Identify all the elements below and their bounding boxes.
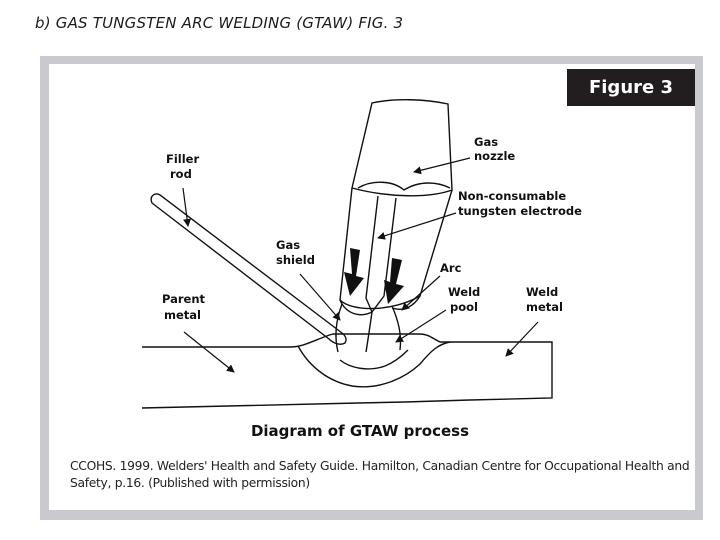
nozzle-rim bbox=[339, 299, 373, 316]
leader-parent-metal bbox=[183, 331, 235, 373]
arc-core bbox=[365, 311, 373, 353]
leader-weld-pool bbox=[395, 309, 447, 343]
page-heading: b) GAS TUNGSTEN ARC WELDING (GTAW) FIG. … bbox=[35, 14, 404, 32]
gas-shield-left bbox=[335, 303, 343, 353]
label-weld-pool: Weld pool bbox=[448, 285, 484, 314]
leader-electrode bbox=[377, 212, 457, 240]
leader-gas-nozzle bbox=[413, 157, 471, 175]
weld-pool-inner bbox=[339, 349, 409, 370]
leader-weld-metal bbox=[505, 321, 539, 357]
diagram-title: Diagram of GTAW process bbox=[250, 422, 470, 440]
figure-panel bbox=[49, 64, 695, 510]
label-filler-rod: Filler rod bbox=[166, 152, 203, 181]
filler-rod bbox=[150, 193, 347, 345]
gas-nozzle bbox=[351, 99, 453, 197]
label-weld-metal: Weld metal bbox=[526, 285, 563, 314]
figure-badge: Figure 3 bbox=[567, 69, 695, 106]
parent-metal-plate bbox=[141, 333, 553, 409]
arc-right bbox=[391, 305, 402, 351]
nozzle-curve bbox=[357, 181, 451, 191]
label-parent-metal: Parent metal bbox=[162, 292, 209, 322]
label-electrode: Non-consumable tungsten electrode bbox=[458, 189, 582, 218]
gas-flow-arrow-left bbox=[344, 248, 364, 296]
leader-filler-rod bbox=[182, 187, 192, 227]
weld-bead bbox=[297, 341, 451, 388]
label-arc: Arc bbox=[440, 261, 462, 275]
label-gas-nozzle: Gas nozzle bbox=[474, 135, 515, 163]
leader-gas-shield bbox=[299, 273, 341, 321]
gas-flow-arrow-right bbox=[384, 258, 404, 304]
leader-arc bbox=[401, 275, 441, 311]
label-gas-shield: Gas shield bbox=[276, 238, 315, 267]
source-citation: CCOHS. 1999. Welders' Health and Safety … bbox=[70, 459, 690, 490]
